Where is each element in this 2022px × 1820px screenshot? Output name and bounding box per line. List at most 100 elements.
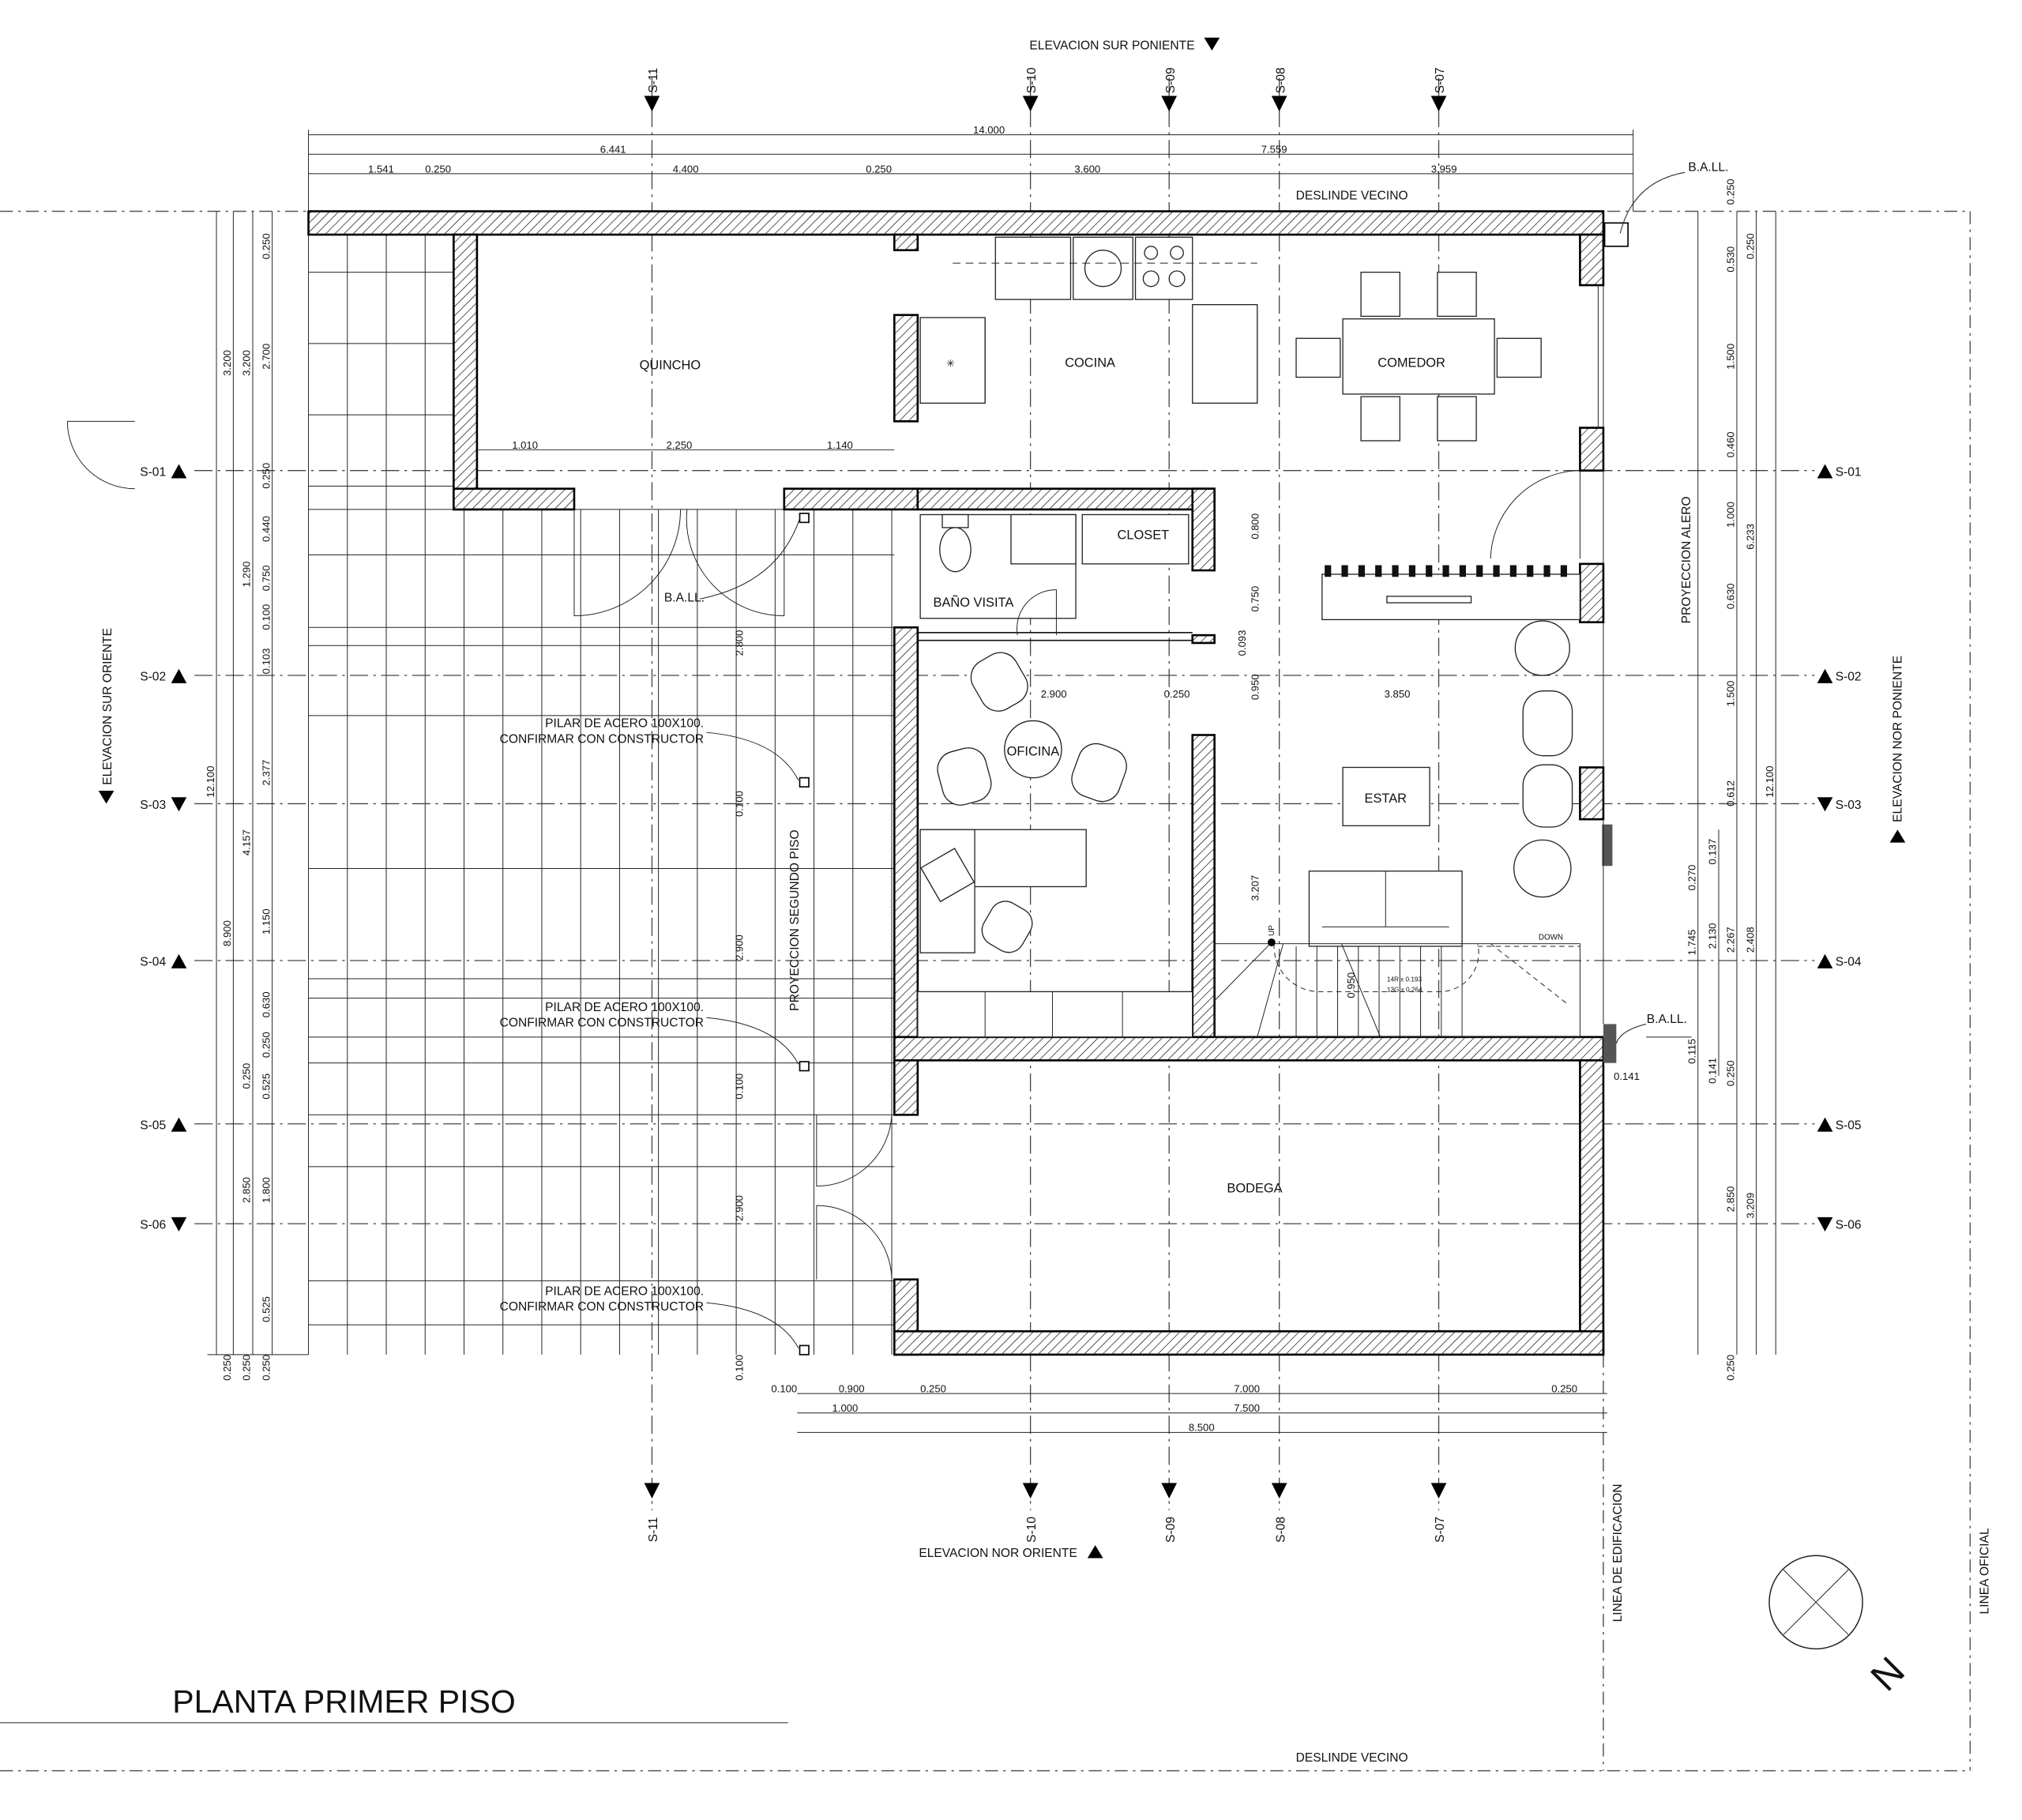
section-marker-s-10[interactable]: S-10 bbox=[1025, 1517, 1039, 1543]
dimension-value: 1.541 bbox=[368, 163, 394, 175]
ball-note-top: B.A.LL. bbox=[1688, 161, 1728, 175]
stair-up-label: UP bbox=[1268, 925, 1276, 936]
section-marker-s-07[interactable]: S-07 bbox=[1434, 1517, 1447, 1543]
section-marker-s-05[interactable]: S-05 bbox=[1836, 1119, 1862, 1132]
dimension-value: 1.010 bbox=[512, 439, 538, 451]
ball-note-right: B.A.LL. bbox=[1647, 1013, 1687, 1026]
dimension-value: 0.530 bbox=[1725, 246, 1737, 273]
section-marker-s-01[interactable]: S-01 bbox=[1836, 465, 1862, 479]
dimension-value: 3.600 bbox=[1074, 163, 1100, 175]
furniture: ✳ bbox=[66, 236, 1581, 1280]
dimension-value: 0.250 bbox=[920, 1382, 946, 1394]
dimension-value: 0.460 bbox=[1725, 431, 1737, 457]
pilar-note-2b: CONFIRMAR CON CONSTRUCTOR bbox=[500, 1017, 704, 1030]
dimension-value: 0.250 bbox=[260, 1032, 272, 1058]
section-arrow-icon bbox=[171, 797, 187, 812]
dimension-value: 2.900 bbox=[733, 1195, 745, 1221]
room-closet: CLOSET bbox=[1118, 528, 1170, 543]
room-bano-visita: BAÑO VISITA bbox=[934, 594, 1014, 610]
dimension-value: 6.441 bbox=[600, 144, 626, 156]
ball-note-patio: B.A.LL. bbox=[664, 591, 705, 604]
dimension-value: 4.157 bbox=[241, 829, 253, 855]
dimension-value: 0.100 bbox=[733, 1074, 745, 1100]
room-quincho: QUINCHO bbox=[640, 359, 701, 373]
dimension-lines bbox=[207, 130, 1776, 1433]
dimension-value: 0.250 bbox=[866, 163, 892, 175]
section-arrow-icon bbox=[1817, 1117, 1833, 1132]
section-arrow-icon bbox=[1430, 1483, 1447, 1499]
stair-risers: 14R x 0.193 bbox=[1387, 976, 1423, 983]
dimension-value: 1.150 bbox=[260, 908, 272, 934]
dimension-value: 1.290 bbox=[241, 562, 253, 588]
dimension-value: 0.250 bbox=[1551, 1382, 1577, 1394]
dimension-value: 0.250 bbox=[1164, 688, 1190, 700]
dimension-value: 12.100 bbox=[1764, 765, 1776, 797]
section-arrow-icon bbox=[1022, 1483, 1039, 1499]
dimension-value: 1.000 bbox=[832, 1402, 859, 1414]
section-marker-s-01[interactable]: S-01 bbox=[140, 465, 166, 479]
section-arrow-icon bbox=[1817, 464, 1833, 479]
dimension-value: 0.612 bbox=[1725, 780, 1737, 807]
steel-pillars bbox=[700, 171, 1692, 1356]
section-arrow-icon bbox=[171, 1216, 187, 1232]
elevation-right-label: ELEVACION NOR PONIENTE bbox=[1891, 656, 1904, 822]
dimension-value: 0.137 bbox=[1707, 839, 1719, 865]
section-marker-s-03[interactable]: S-03 bbox=[1836, 799, 1862, 812]
section-marker-s-06[interactable]: S-06 bbox=[1836, 1219, 1862, 1232]
section-marker-s-05[interactable]: S-05 bbox=[140, 1119, 166, 1132]
dimension-value: 2.377 bbox=[260, 760, 272, 786]
dimension-value: 0.900 bbox=[839, 1382, 865, 1394]
stair-treads bbox=[1295, 946, 1463, 1037]
section-arrow-icon bbox=[1271, 96, 1287, 112]
dimension-value: 8.500 bbox=[1189, 1422, 1215, 1434]
dimension-value: 2.850 bbox=[1725, 1186, 1737, 1213]
section-marker-s-04[interactable]: S-04 bbox=[140, 956, 166, 969]
section-marker-s-10[interactable]: S-10 bbox=[1025, 67, 1039, 93]
section-marker-s-09[interactable]: S-09 bbox=[1164, 1517, 1178, 1543]
annotations: ELEVACION SUR PONIENTE ELEVACION NOR ORI… bbox=[98, 37, 1991, 1765]
dimension-value: 0.250 bbox=[1725, 179, 1737, 205]
dimension-value: 0.115 bbox=[1686, 1039, 1697, 1064]
dimension-value: 0.525 bbox=[260, 1074, 272, 1100]
section-marker-s-09[interactable]: S-09 bbox=[1164, 67, 1178, 93]
dimension-value: 1.140 bbox=[827, 439, 853, 451]
linea-oficial-label: LINEA OFICIAL bbox=[1978, 1528, 1991, 1614]
section-marker-s-11[interactable]: S-11 bbox=[647, 68, 660, 93]
section-marker-s-08[interactable]: S-08 bbox=[1274, 1517, 1287, 1543]
section-marker-s-06[interactable]: S-06 bbox=[140, 1219, 166, 1232]
room-cocina: COCINA bbox=[1065, 355, 1115, 370]
dimension-value: 0.250 bbox=[260, 463, 272, 489]
proyeccion-segundo-piso-label: PROYECCION SEGUNDO PISO bbox=[788, 829, 802, 1010]
pilar-note-3: PILAR DE ACERO 100X100. bbox=[545, 1284, 704, 1298]
deslinde-vecino-top: DESLINDE VECINO bbox=[1296, 190, 1408, 203]
dimension-value: 3.850 bbox=[1385, 688, 1411, 700]
section-marker-s-04[interactable]: S-04 bbox=[1836, 956, 1862, 969]
section-arrow-icon bbox=[1161, 96, 1178, 112]
drawing-title: PLANTA PRIMER PISO bbox=[172, 1683, 516, 1720]
dimension-value: 2.850 bbox=[241, 1177, 253, 1203]
dimension-value: 1.500 bbox=[1725, 344, 1737, 370]
section-marker-s-03[interactable]: S-03 bbox=[140, 799, 166, 812]
dimension-value: 3.959 bbox=[1431, 163, 1457, 175]
dimension-value: 2.900 bbox=[733, 934, 745, 961]
section-marker-s-02[interactable]: S-02 bbox=[1836, 671, 1862, 684]
section-marker-s-08[interactable]: S-08 bbox=[1274, 67, 1287, 93]
dimension-value: 0.250 bbox=[260, 1355, 272, 1381]
walls bbox=[307, 210, 1629, 1356]
dimension-value: 0.270 bbox=[1686, 865, 1697, 891]
section-arrow-icon bbox=[1817, 668, 1833, 683]
toilet bbox=[939, 527, 972, 573]
dimension-value: 0.250 bbox=[241, 1063, 253, 1089]
elevation-bottom-label: ELEVACION NOR ORIENTE bbox=[919, 1547, 1077, 1560]
section-arrow-icon bbox=[644, 1483, 660, 1499]
dimension-value: 0.250 bbox=[425, 163, 451, 175]
pilar-note-3b: CONFIRMAR CON CONSTRUCTOR bbox=[500, 1300, 704, 1314]
section-marker-s-11[interactable]: S-11 bbox=[647, 1517, 660, 1543]
section-marker-s-02[interactable]: S-02 bbox=[140, 671, 166, 684]
dimension-value: 0.250 bbox=[241, 1355, 253, 1381]
dimension-value: 2.408 bbox=[1744, 927, 1756, 953]
kitchen-sink bbox=[994, 236, 1072, 300]
section-marker-s-07[interactable]: S-07 bbox=[1434, 67, 1447, 93]
dimension-value: 1.500 bbox=[1725, 681, 1737, 707]
